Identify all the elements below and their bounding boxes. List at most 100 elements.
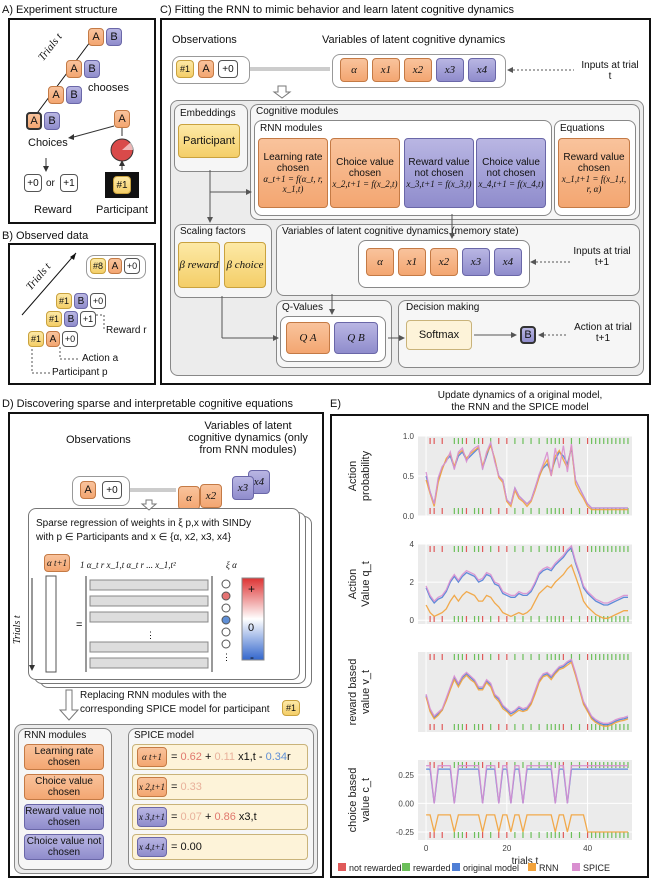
series-line-spice <box>426 765 628 804</box>
action-a-label: Action a <box>82 353 119 364</box>
panel-a: A B A B A B A B A chooses Choices Trials… <box>8 18 156 224</box>
var-x3-tile: x3 <box>436 58 464 82</box>
participant-id-tile: #1 <box>46 311 62 327</box>
plot-background <box>418 544 632 624</box>
y-axis-label: choice basedvalue c_t <box>347 768 372 833</box>
equation-reward-chosen: Reward value chosen x_1,t+1 = f(x_1,t, r… <box>558 138 630 208</box>
choice-b-tile: B <box>66 86 82 104</box>
reward-zero-tile: +0 <box>24 174 42 192</box>
mem-x2-tile: x2 <box>430 248 458 276</box>
series-line-spice <box>425 440 628 509</box>
variables-title: Variables of latent cognitive dynamics <box>322 34 506 46</box>
mem-alpha-tile: α <box>366 248 394 276</box>
legend-label: SPICE <box>583 863 610 873</box>
colorbar-minus: - <box>250 650 254 664</box>
action-b-tile: B <box>74 293 88 309</box>
action-t1-label: Action at trial t+1 <box>574 322 632 344</box>
svg-text:=: = <box>76 619 82 631</box>
legend-swatch <box>452 863 460 871</box>
sindy-matrix-graphic: ⋮ = ⋮ <box>29 575 265 673</box>
action-output-tile: B <box>520 326 536 344</box>
inputs-t-label: Inputs at trial t <box>581 60 639 82</box>
rnn-modules-label: RNN modules <box>24 730 87 741</box>
reward-label: Reward <box>34 204 72 216</box>
spice-term: x1,t <box>235 751 256 763</box>
softmax-tile: Softmax <box>406 320 472 350</box>
module-eq: α_t+1 = f(α_t, r, x_1,t) <box>263 174 323 194</box>
observations-label: Observations <box>172 34 237 46</box>
choice-a-tile: A <box>48 86 64 104</box>
svg-text:⋮: ⋮ <box>146 630 155 640</box>
spice-term: = <box>171 751 181 763</box>
module-reward-not-chosen: Reward value not chosen x_3,t+1 = f(x_3,… <box>404 138 474 208</box>
participant-embedding: Participant <box>178 124 240 158</box>
series-line-rnn <box>425 661 629 727</box>
choice-a-tile: A <box>66 60 82 78</box>
spice-term: 0.33 <box>180 781 202 793</box>
spice-term: = <box>171 841 181 853</box>
qb-tile: Q B <box>334 322 378 354</box>
chooses-label: chooses <box>88 82 129 94</box>
action-a-tile: A <box>46 331 60 347</box>
y-axis-label: reward basedvalue v_t <box>347 659 372 726</box>
y-axis-label: ActionValue q_t <box>347 561 372 607</box>
sindy-line2: with p ∈ Participants and x ∈ {α, x2, x3… <box>36 532 231 543</box>
reward-tile: +0 <box>90 293 106 309</box>
module-eq: x_4,t+1 = f(x_4,t) <box>478 179 544 189</box>
spice-equation-row: x 3,t+1= 0.07 + 0.86 x3,t <box>132 804 308 830</box>
legend-swatch <box>528 863 536 871</box>
panel-e-heading2: the RNN and the SPICE model <box>451 402 589 413</box>
embeddings-label: Embeddings <box>180 108 236 119</box>
var-x1-tile: x1 <box>372 58 400 82</box>
spice-term: 0.11 <box>214 751 236 763</box>
action-b-tile: B <box>64 311 78 327</box>
legend-swatch <box>402 863 410 871</box>
module-eq: x_2,t+1 = f(x_2,t) <box>332 179 398 189</box>
reward-tile: +0 <box>62 331 78 347</box>
module-name: Choice value not chosen <box>482 157 540 179</box>
equation-eq: x_1,t+1 = f(x_1,t, r, α) <box>561 174 627 194</box>
variables-label: Variables of latent cognitive dynamics (… <box>188 420 308 456</box>
module-choice-value: Choice value chosen x_2,t+1 = f(x_2,t) <box>330 138 400 208</box>
module-name: Learning rate chosen <box>263 152 323 174</box>
spice-term: 0.34 <box>265 751 288 763</box>
obs-reward-tile: +0 <box>102 481 122 499</box>
participant-id-tile: #1 <box>56 293 72 309</box>
reward-one-tile: +1 <box>60 174 78 192</box>
spice-lhs: α t+1 <box>137 747 167 767</box>
spice-lhs: x 2,t+1 <box>137 777 167 797</box>
var-x2-tile: x2 <box>200 484 222 508</box>
module-name: Reward value not chosen <box>408 157 470 179</box>
var-x2-tile: x2 <box>404 58 432 82</box>
mem-x1-tile: x1 <box>398 248 426 276</box>
x-tick-label: 0 <box>424 844 429 853</box>
panel-d-title: D) Discovering sparse and interpretable … <box>2 398 294 410</box>
y-tick-label: -0.25 <box>396 828 415 837</box>
legend-swatch <box>338 863 346 871</box>
y-tick-label: 1.0 <box>403 432 415 441</box>
trials-arrow-icon <box>31 33 97 121</box>
module-eq: x_3,t+1 = f(x_3,t) <box>406 179 472 189</box>
choice-b-tile: B <box>84 60 100 78</box>
obs-action-tile: A <box>80 481 96 499</box>
inputs-t1-label: Inputs at trial t+1 <box>573 246 631 268</box>
rnn-module: Choice value not chosen <box>24 834 104 860</box>
spice-term: x3,t <box>235 811 257 823</box>
spice-term: = <box>171 811 181 823</box>
reward-tile: +0 <box>124 258 140 274</box>
legend-label: original model <box>463 863 519 873</box>
svg-text:⋮: ⋮ <box>222 652 231 662</box>
panel-e-title: E) <box>330 398 341 410</box>
choices-label: Choices <box>28 137 68 149</box>
panel-b: Trials t #8 A +0 #1 B +0 #1 B +1 #1 A +0… <box>8 243 156 385</box>
qvalues-label: Q-Values <box>282 302 323 313</box>
memory-state-label: Variables of latent cognitive dynamics (… <box>282 226 519 237</box>
obs-reward-tile: +0 <box>218 60 238 78</box>
y-tick-label: 0 <box>410 616 415 625</box>
var-x4-tile: x4 <box>468 58 496 82</box>
spice-lhs: x 3,t+1 <box>137 807 167 827</box>
spice-term: 0.62 <box>180 751 202 763</box>
spice-term: + <box>201 811 215 823</box>
